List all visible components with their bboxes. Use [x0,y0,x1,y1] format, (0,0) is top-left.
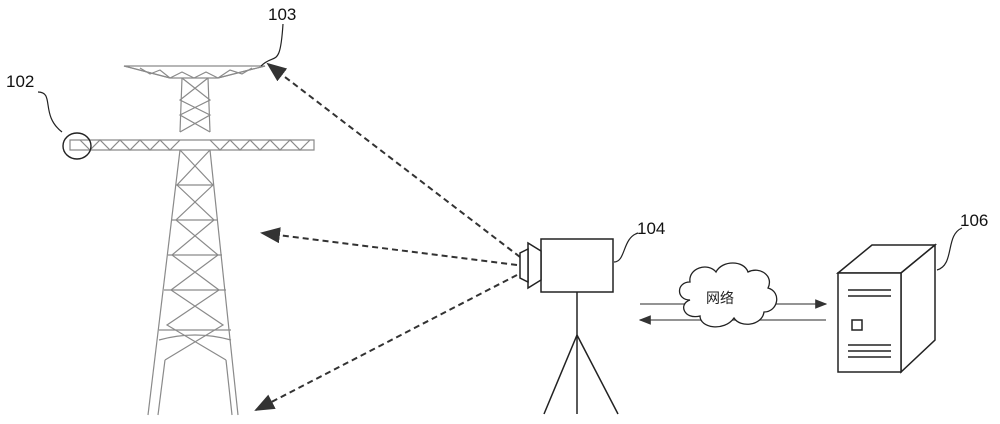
crossarm-leader-line [260,23,284,67]
insulator-circle [62,132,92,160]
network-cloud-icon: 网络 [678,262,778,328]
transmission-tower-icon [69,65,315,416]
server-icon [835,243,938,374]
video-camera-icon [519,238,614,293]
base-inner-right [225,359,233,416]
arrow-to-tower-base [254,274,518,411]
neck-lattice-2 [178,77,212,133]
base-arch [158,334,232,341]
lower-crossarm-lattice-left [79,139,181,151]
camera-body [540,238,614,293]
body-right-leg [209,149,239,416]
tripod-icon [543,292,619,415]
top-crossarm-lattice-right [217,67,253,79]
label-102: 102 [6,72,34,91]
label-103: 103 [268,5,296,24]
lower-crossarm-lattice-right [209,139,311,151]
camera-leader-line [613,232,639,263]
arrow-to-tower-middle [260,227,518,266]
label-106: 106 [960,211,988,230]
camera-lens-front [519,247,529,284]
neck-right [207,77,211,133]
label-104: 104 [637,219,665,238]
cloud-shape [678,262,778,328]
tripod-leg-right [576,334,619,415]
lower-crossarm [69,139,315,151]
top-crossarm-lattice-left [139,67,171,79]
tripod-leg-left [543,334,578,415]
network-label: 网络 [706,290,734,306]
top-crossarm-lattice [123,65,266,79]
server-button [851,319,863,331]
dashed-arrows [254,62,521,411]
body-left-leg [147,149,181,416]
base-inner-left [157,359,166,416]
arrow-to-top-crossarm [266,62,521,258]
insulator-leader-line [37,91,63,133]
neck-left [179,77,183,133]
server-leader-line [936,227,963,271]
camera-lens [527,241,542,290]
